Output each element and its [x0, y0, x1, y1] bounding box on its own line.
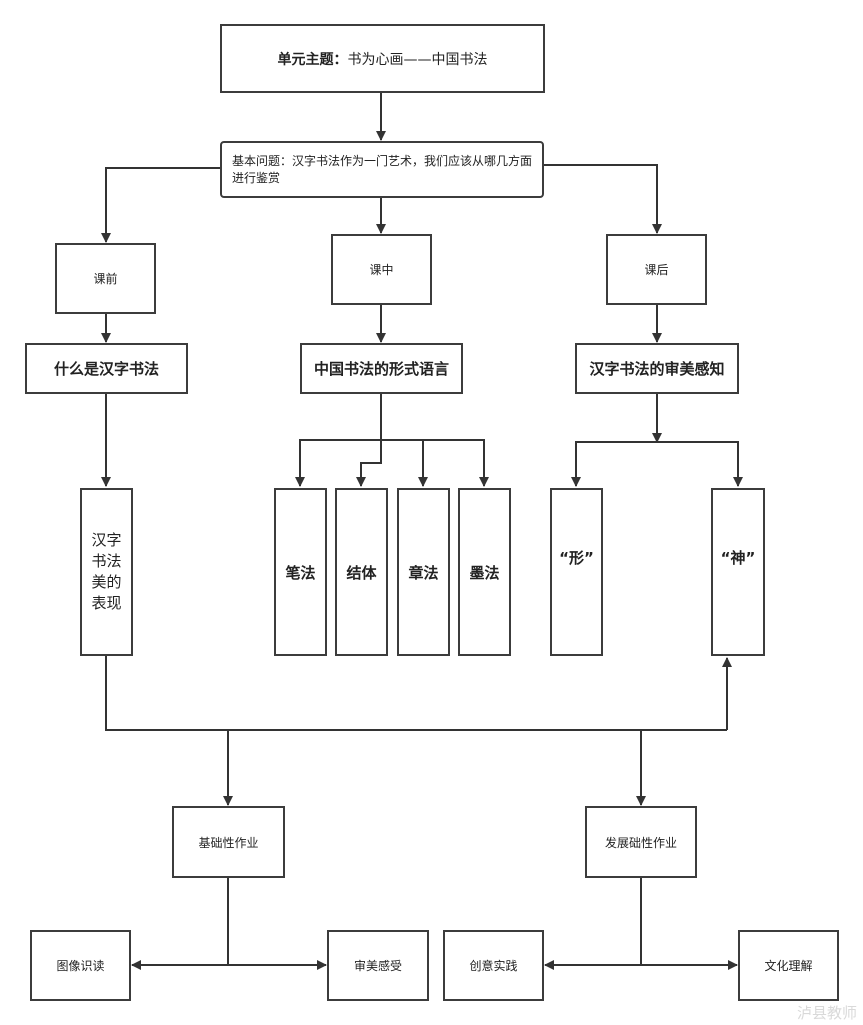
arrow-to-bifa [295, 439, 381, 487]
leaf-xing-box: “形” [550, 488, 603, 656]
homework-develop-box: 发展础性作业 [585, 806, 697, 878]
topic-before-box: 什么是汉字书法 [25, 343, 188, 394]
topic-during-label: 中国书法的形式语言 [314, 359, 450, 378]
homework-develop-label: 发展础性作业 [604, 835, 677, 850]
phase-after-box: 课后 [606, 234, 707, 305]
arrow-to-zhangfa [381, 439, 428, 487]
leaf-zhangfa-label: 章法 [408, 563, 439, 582]
phase-before-label: 课前 [93, 272, 118, 286]
basic-question-box: 基本问题：汉字书法作为一门艺术，我们应该从哪几方面进行鉴赏 [220, 141, 544, 198]
homework-basic-label: 基础性作业 [198, 835, 259, 850]
leaf-beauty-label: 汉字书法美的表现 [91, 531, 122, 612]
arrow-to-jieti [356, 440, 382, 487]
arrow-to-xing [571, 441, 657, 487]
unit-title-box: 单元主题：书为心画——中国书法 [220, 24, 545, 93]
task-reading-label: 图像识读 [56, 959, 105, 973]
topic-before-label: 什么是汉字书法 [53, 360, 159, 378]
phase-during-label: 课中 [369, 263, 394, 277]
leaf-shen-box: “神” [711, 488, 765, 656]
leaf-bifa-label: 笔法 [285, 563, 316, 582]
arrow-to-shen [657, 441, 743, 487]
arrow-to-mofa [423, 439, 489, 487]
arrow-question-before [101, 167, 221, 243]
arrow-question-after [543, 164, 662, 234]
task-reading-box: 图像识读 [30, 930, 131, 1001]
task-creative-box: 创意实践 [443, 930, 544, 1001]
topic-after-box: 汉字书法的审美感知 [575, 343, 739, 394]
leaf-bifa-box: 笔法 [274, 488, 327, 656]
leaf-mofa-label: 墨法 [469, 563, 500, 582]
leaf-jieti-label: 结体 [346, 563, 377, 582]
leaf-zhangfa-box: 章法 [397, 488, 450, 656]
leaf-shen-label: “神” [720, 549, 756, 567]
watermark: 泸县教师 [796, 1004, 857, 1022]
basic-question-text: 基本问题：汉字书法作为一门艺术，我们应该从哪几方面进行鉴赏 [232, 153, 533, 185]
topic-after-label: 汉字书法的审美感知 [589, 359, 725, 378]
leaf-jieti-box: 结体 [335, 488, 388, 656]
leaf-mofa-box: 墨法 [458, 488, 511, 656]
task-creative-label: 创意实践 [469, 959, 518, 973]
task-culture-box: 文化理解 [738, 930, 839, 1001]
phase-during-box: 课中 [331, 234, 432, 305]
phase-after-label: 课后 [644, 263, 669, 277]
unit-title-label: 单元主题： [277, 51, 348, 68]
topic-during-box: 中国书法的形式语言 [300, 343, 463, 394]
unit-title-text: 书为心画——中国书法 [347, 51, 488, 68]
phase-before-box: 课前 [55, 243, 156, 314]
leaf-xing-label: “形” [559, 549, 594, 567]
homework-basic-box: 基础性作业 [172, 806, 285, 878]
task-aesthetic-box: 审美感受 [327, 930, 429, 1001]
line-beauty-bottom [105, 656, 727, 731]
task-aesthetic-label: 审美感受 [353, 959, 402, 973]
task-culture-label: 文化理解 [764, 959, 813, 973]
leaf-beauty-box: 汉字书法美的表现 [80, 488, 133, 656]
